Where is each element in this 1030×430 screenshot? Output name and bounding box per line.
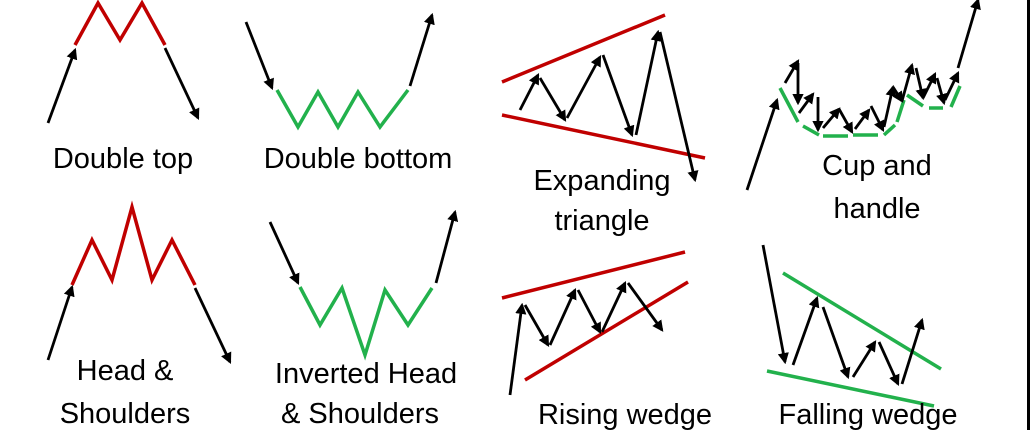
label-double-top: Double top (53, 143, 193, 175)
falling-wedge-arrow-0 (761, 244, 789, 365)
rising-wedge-arrow-0 (508, 302, 527, 396)
cup-and-handle-line-5 (895, 99, 906, 123)
falling-wedge-arrow-4 (877, 341, 900, 387)
label-head-and-shoulders-2: Shoulders (60, 398, 191, 430)
head-and-shoulders-arrow-0 (46, 284, 75, 361)
cup-and-handle-arrow-1 (783, 59, 800, 84)
expanding-triangle-arrow-1 (538, 77, 567, 122)
double-top-line-0 (73, 0, 167, 46)
cup-and-handle-line-1 (802, 124, 820, 137)
label-expanding-triangle-1: Expanding (533, 165, 670, 197)
double-bottom-arrow-0 (244, 21, 274, 91)
cup-and-handle-arrow-9 (882, 84, 897, 128)
falling-wedge-line-1 (766, 369, 935, 408)
label-inverted-hs-1: Inverted Head (275, 358, 457, 390)
double-bottom-line-0 (275, 88, 410, 131)
rising-wedge-arrow-5 (626, 282, 664, 332)
label-rising-wedge: Rising wedge (538, 399, 712, 430)
rising-wedge-arrow-1 (523, 304, 550, 347)
cup-and-handle-arrow-11 (900, 62, 915, 102)
label-cup-and-handle-1: Cup and (822, 150, 932, 182)
cup-and-handle-arrow-12 (914, 67, 927, 101)
inverted-head-and-shoulders-line-0 (298, 283, 434, 361)
cup-and-handle-arrow-10 (891, 86, 904, 103)
label-expanding-triangle-2: triangle (554, 205, 649, 237)
label-cup-and-handle-2: handle (833, 193, 920, 225)
expanding-triangle-arrow-5 (658, 31, 699, 183)
label-head-and-shoulders-1: Head & (77, 355, 174, 387)
rising-wedge-arrow-3 (576, 289, 602, 334)
expanding-triangle-arrow-4 (634, 29, 662, 136)
falling-wedge-arrow-1 (791, 295, 820, 366)
falling-wedge-arrow-3 (851, 340, 877, 378)
double-bottom-arrow-1 (408, 12, 435, 87)
cup-and-handle-arrow-14 (935, 77, 947, 106)
cup-and-handle-line-8 (949, 85, 962, 108)
cup-and-handle-line-6 (906, 93, 924, 108)
rising-wedge-line-1 (524, 280, 689, 382)
label-inverted-hs-2: & Shoulders (281, 398, 439, 430)
cup-and-handle-arrow-3 (797, 92, 815, 114)
cup-and-handle-arrow-0 (745, 97, 780, 191)
expanding-triangle-arrow-3 (601, 54, 635, 138)
cup-and-handle-arrow-6 (837, 108, 854, 134)
expanding-triangle-line-1 (501, 113, 706, 160)
rising-wedge-arrow-4 (600, 280, 627, 333)
falling-wedge-line-0 (782, 271, 942, 371)
expanding-triangle-line-0 (501, 13, 666, 84)
head-and-shoulders-line-0 (70, 200, 197, 286)
expanding-triangle-arrow-2 (565, 55, 602, 119)
cup-and-handle-arrow-15 (943, 70, 960, 101)
rising-wedge-line-0 (501, 250, 686, 300)
label-double-bottom: Double bottom (264, 143, 453, 175)
cup-and-handle-line-0 (778, 87, 800, 123)
double-top-arrow-1 (163, 47, 200, 121)
cup-and-handle-arrow-16 (956, 0, 981, 69)
cup-and-handle-arrow-5 (821, 107, 841, 129)
inverted-head-and-shoulders-arrow-0 (268, 221, 300, 286)
label-falling-wedge: Falling wedge (779, 399, 958, 430)
falling-wedge-arrow-2 (821, 306, 851, 380)
double-top-arrow-0 (46, 47, 78, 124)
right-border (1027, 0, 1030, 430)
inverted-head-and-shoulders-arrow-1 (434, 209, 459, 284)
rising-wedge-arrow-2 (548, 287, 577, 346)
cup-and-handle-line-4 (882, 123, 897, 137)
cup-and-handle-arrow-13 (921, 71, 937, 99)
head-and-shoulders-arrow-1 (193, 287, 232, 365)
falling-wedge-arrow-5 (900, 317, 925, 385)
cup-and-handle-arrow-7 (853, 108, 871, 130)
cup-and-handle-arrow-8 (869, 105, 885, 133)
expanding-triangle-arrow-0 (518, 73, 540, 111)
